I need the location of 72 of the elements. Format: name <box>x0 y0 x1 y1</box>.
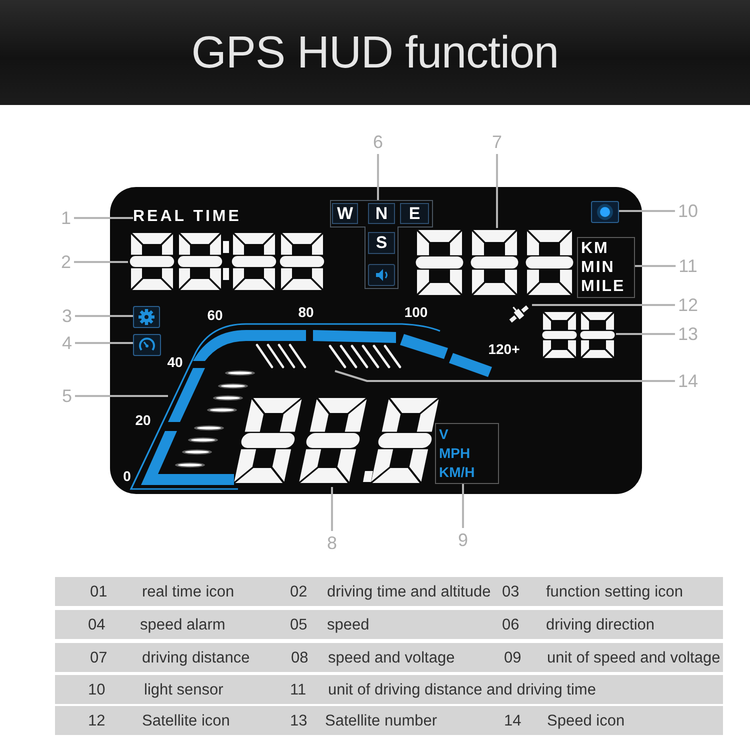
callout-number: 8 <box>327 534 337 552</box>
key-description: Satellite number <box>325 712 438 730</box>
key-description: speed <box>327 616 370 634</box>
key-number: 11 <box>290 680 306 698</box>
callout-number: 7 <box>492 133 502 151</box>
key-number: 05 <box>290 616 308 634</box>
key-description: unit of speed and voltage <box>547 648 720 666</box>
key-description: speed and voltage <box>328 648 455 666</box>
seven-segment-display <box>414 228 575 298</box>
leader-line <box>74 217 133 219</box>
callout-number: 11 <box>678 257 698 275</box>
leader-line <box>619 210 675 212</box>
callout-number: 1 <box>61 209 71 227</box>
callout-number: 10 <box>678 202 698 220</box>
leader-line <box>616 333 675 335</box>
units-frame <box>577 237 635 298</box>
unit-label: MILE <box>581 277 626 296</box>
key-number: 10 <box>88 680 106 698</box>
key-number: 01 <box>90 582 108 600</box>
callout-number: 12 <box>678 296 698 314</box>
leader-line <box>75 315 133 317</box>
callout-number: 6 <box>373 133 383 151</box>
speed-scale-number: 100 <box>404 305 428 319</box>
leader-line <box>331 487 333 531</box>
key-description: driving time and altitude <box>327 582 491 600</box>
callout-number: 5 <box>62 387 72 405</box>
key-number: 03 <box>502 582 520 600</box>
callout-number: 4 <box>62 334 72 352</box>
callout-number: 14 <box>678 372 698 390</box>
gear-icon <box>133 306 160 328</box>
key-description: function setting icon <box>546 582 684 600</box>
callout-number: 9 <box>458 531 468 549</box>
speed-scale-number: 120+ <box>488 342 520 356</box>
key-number: 14 <box>504 712 522 730</box>
key-number: 13 <box>290 712 308 730</box>
real-time-label: REAL TIME <box>133 209 242 225</box>
key-number: 09 <box>504 648 522 666</box>
compass-letter: N <box>368 203 395 224</box>
key-description: speed alarm <box>140 616 226 634</box>
leader-line <box>635 265 676 267</box>
key-number: 07 <box>90 648 108 666</box>
compass-letter: S <box>368 232 395 254</box>
leader-line <box>377 154 379 200</box>
unit-label: MIN <box>581 258 615 277</box>
key-description: real time icon <box>142 582 234 600</box>
key-number: 08 <box>291 648 308 666</box>
callout-number: 2 <box>61 253 71 271</box>
compass-letter: W <box>332 203 358 224</box>
compass-letter: E <box>400 203 429 224</box>
leader-line <box>462 484 464 528</box>
seven-segment-display <box>128 231 325 292</box>
speed-scale-number: 0 <box>123 469 131 483</box>
leader-line <box>496 154 498 228</box>
seven-segment-display <box>541 310 616 360</box>
key-number: 04 <box>88 616 106 634</box>
speed-scale-number: 80 <box>298 305 314 319</box>
key-number: 02 <box>290 582 308 600</box>
key-description: light sensor <box>144 680 224 698</box>
key-description: driving distance <box>142 648 250 666</box>
unit-label: KM <box>581 239 609 258</box>
key-number: 12 <box>88 712 106 730</box>
key-number: 06 <box>502 616 520 634</box>
key-description: driving direction <box>546 616 655 634</box>
title: GPS HUD function <box>191 30 559 74</box>
key-description: unit of driving distance and driving time <box>328 680 596 698</box>
key-description: Satellite icon <box>142 712 230 730</box>
callout-number: 3 <box>62 307 72 325</box>
leader-line <box>74 261 128 263</box>
speed-scale-number: 60 <box>207 308 223 322</box>
leader-line <box>75 342 133 344</box>
callout-number: 13 <box>678 325 698 343</box>
key-description: Speed icon <box>547 712 625 730</box>
